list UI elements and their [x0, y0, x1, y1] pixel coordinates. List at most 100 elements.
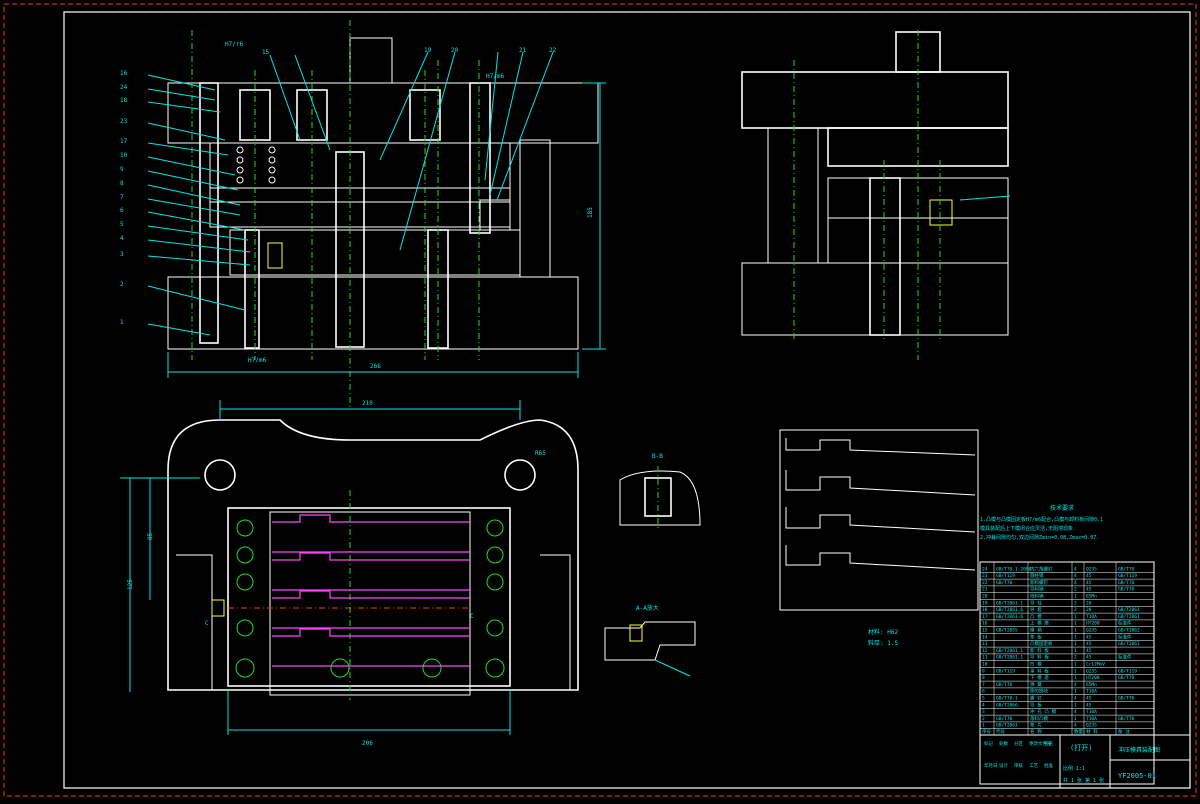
bom-row-cell: 16	[982, 621, 988, 627]
bom-row-cell: 内六角螺钉	[1030, 565, 1053, 572]
bom-header-cell: 序号	[982, 728, 991, 735]
callout-17: 17	[120, 138, 128, 145]
bom-row-cell: GB/T119	[1118, 573, 1137, 579]
bom-row-cell: 标准件	[1118, 654, 1132, 661]
bom-row-cell: 10	[982, 662, 988, 668]
fit-small-label: H7/m6	[248, 357, 266, 364]
callout-19: 19	[424, 47, 432, 54]
bom-row-cell: 12	[982, 648, 988, 654]
bom-row-cell: 1	[1074, 689, 1077, 695]
bom-row-cell: 承 料 板	[1030, 667, 1049, 674]
bom-row-cell: 5	[982, 696, 985, 702]
bom-row-cell: 垫 片	[1030, 722, 1042, 729]
bom-row-cell: 11	[982, 655, 988, 661]
marker-c1: C	[205, 620, 209, 627]
bom-row-cell: 2	[1074, 655, 1077, 661]
title-block-rows: 标记处数分区更改文件号签名年月日设计审核工艺批准	[984, 740, 1053, 769]
bom-row-cell: 圆柱销	[1030, 572, 1044, 579]
plan-view	[120, 400, 579, 735]
bom-row-cell: Q235	[1086, 723, 1097, 729]
bom-row-cell: 1	[982, 723, 985, 729]
bom-row-cell: 20	[982, 594, 988, 600]
bom-row-cell: 4	[1074, 723, 1077, 729]
part-callouts-top: 15 19 20 21 22	[262, 47, 557, 56]
dim-side-b: 125	[127, 579, 134, 590]
bom-row-cell: 7	[982, 682, 985, 688]
bom-row-cell: 1	[1074, 675, 1077, 681]
bom-row-cell: GB/T2861.1	[996, 648, 1023, 654]
bom-row-cell: 1	[1074, 641, 1077, 647]
callout-4: 4	[120, 235, 124, 242]
bom-row-cell: 65Mn	[1086, 594, 1097, 600]
callout-20: 20	[451, 47, 459, 54]
bom-row-cell: GB/T2861	[996, 723, 1018, 729]
callout-6: 6	[120, 207, 124, 214]
tech-req-line-1: 1.凸模与凸模固定板H7/m6配合,凸模与卸料板间隙0.1	[980, 516, 1103, 523]
bom-row-cell: 凸 模	[1030, 613, 1042, 620]
bom-row-cell: 19	[982, 600, 988, 606]
callout-7: 7	[120, 194, 124, 201]
bom-row-cell: 20	[1086, 600, 1092, 606]
bom-row-cell: 22	[982, 580, 988, 586]
bom-row-cell: GB/T2861.1	[996, 600, 1023, 606]
bom-row-cell: 4	[1074, 573, 1077, 579]
bom-row-cell: 15	[982, 628, 988, 634]
bom-row-cell: GB/T2861.6	[996, 614, 1023, 620]
bom-row-cell: 下 模 座	[1030, 674, 1049, 681]
bom-row-cell: 2	[1074, 607, 1077, 613]
bom-row-cell: 螺 钉	[1030, 695, 1042, 702]
bom-row-cell: GB/T2861	[1118, 641, 1140, 647]
bom-row-cell: 凸模固定板	[1030, 640, 1053, 647]
material-note: 材料: H62	[868, 628, 898, 636]
inner-border	[63, 11, 1191, 789]
bom-row-cell: HT200	[1086, 675, 1100, 681]
bom-row-cell: 1	[1074, 621, 1077, 627]
bom-row-cell: GB/T70	[1118, 716, 1135, 722]
callout-1: 1	[120, 319, 124, 326]
title-row-label: 审核	[1014, 762, 1023, 769]
bom-row-cell: 45	[1086, 587, 1092, 593]
bom-row-cell: 45	[1086, 573, 1092, 579]
callout-9: 9	[120, 166, 124, 173]
bom-row-cell: GB/T70	[1118, 580, 1135, 586]
bom-row-cell: 45	[1086, 641, 1092, 647]
bom-row-cell: 侧刃挡块	[1030, 688, 1048, 695]
bom-row-cell: 上 模 座	[1030, 620, 1049, 627]
bom-row-cell: GB/T2866	[996, 702, 1018, 708]
bom-row-cell: Cr12MoV	[1086, 662, 1105, 668]
bom-header-cell: 备 注	[1118, 728, 1130, 735]
section-aa-label: A-A放大	[636, 604, 659, 612]
bom-row-cell: GB/T2861.6	[996, 607, 1023, 613]
bom-row-cell: GB/T2855	[996, 628, 1018, 634]
bom-row-cell: Q235	[1086, 628, 1097, 634]
fit-top-label: H7/r6	[225, 41, 243, 48]
callout-21: 21	[519, 47, 527, 54]
bom-row-cell: 6	[982, 689, 985, 695]
bom-row-cell: 2	[1074, 587, 1077, 593]
thickness-note: 料厚: 1.5	[868, 639, 898, 647]
bom-header-cell: 代号	[996, 728, 1005, 735]
bom-row-cell: 2	[982, 716, 985, 722]
bom-row-cell: GB/T70.1-2000	[996, 566, 1032, 572]
dim-side-a: 85	[147, 532, 154, 540]
bom-row-cell: 4	[1074, 696, 1077, 702]
bom-row-cell: 4	[982, 702, 985, 708]
bom-row-cell: 13	[982, 641, 988, 647]
callout-18: 18	[120, 97, 128, 104]
dim-upper-width: 210	[362, 400, 373, 407]
bom-row-cell: 模 柄	[1030, 627, 1042, 634]
bom-row-cell: 18	[982, 607, 988, 613]
bom-row-cell: GB/T119	[1118, 668, 1137, 674]
marker-c2: C	[470, 613, 474, 620]
title-block-name: (打开)	[1070, 743, 1092, 752]
bom-row-cell: 标准件	[1118, 633, 1132, 640]
bom-row-cell: 17	[982, 614, 988, 620]
bom-row-cell: GB/T70	[1118, 675, 1135, 681]
bom-row-cell: GB/T70	[996, 682, 1013, 688]
bom-row-cell: T10A	[1086, 716, 1097, 722]
bom-row-cell: GB/T119	[996, 668, 1015, 674]
bom-row-cell: 24	[982, 566, 988, 572]
bom-row-cell: 1	[1074, 702, 1077, 708]
bom-row-cell: GB/T119	[996, 573, 1015, 579]
